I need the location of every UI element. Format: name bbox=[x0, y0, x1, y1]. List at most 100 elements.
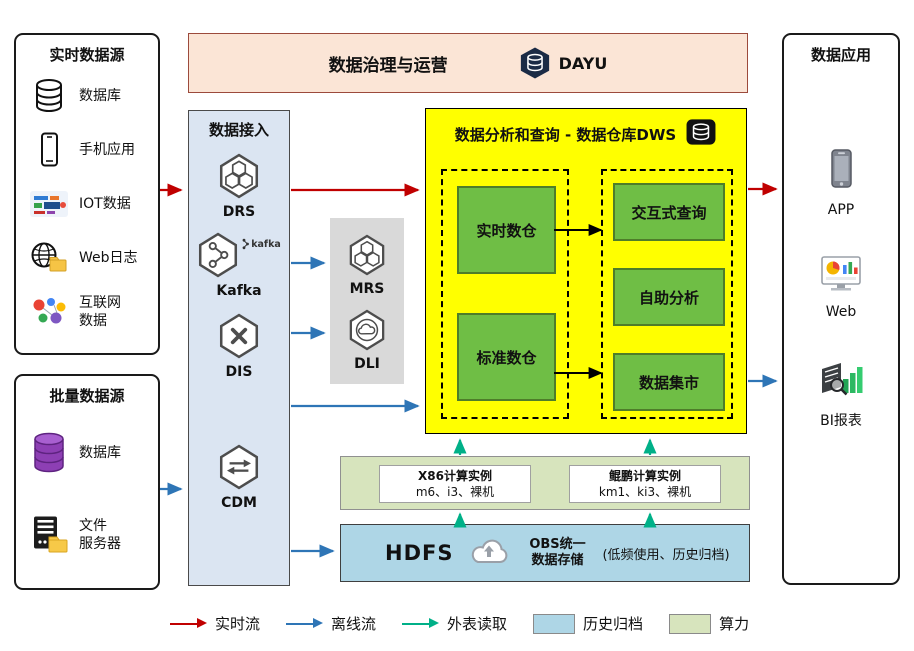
service-label: MRS bbox=[349, 281, 385, 297]
analysis-label: 自助分析 bbox=[638, 288, 699, 307]
app-label: APP bbox=[827, 202, 855, 218]
x86-compute-box: X86计算实例 m6、i3、裸机 bbox=[379, 465, 531, 503]
source-label: 文件 服务器 bbox=[79, 517, 121, 552]
kafka-hexagon-icon bbox=[197, 232, 239, 282]
kafka-wordmark: kafka bbox=[241, 238, 281, 250]
legend-label: 历史归档 bbox=[583, 615, 644, 633]
dayu-label: DAYU bbox=[558, 53, 608, 73]
internet-data-icon bbox=[28, 296, 70, 328]
source-item-web-log: Web日志 bbox=[16, 231, 158, 285]
data-apps-title: 数据应用 bbox=[810, 46, 871, 64]
processing-panel: MRS DLI bbox=[330, 218, 404, 384]
source-item-mobile-app: 手机应用 bbox=[16, 123, 158, 177]
obs-note: (低频使用、历史归档) bbox=[602, 547, 730, 563]
legend-item-external-read: 外表读取 bbox=[402, 613, 507, 634]
warehouse-label: 标准数仓 bbox=[476, 348, 537, 367]
warehouse-label: 实时数仓 bbox=[476, 221, 537, 240]
service-item-dli: DLI bbox=[348, 309, 386, 372]
source-item-iot: IOT数据 bbox=[16, 177, 158, 231]
governance-banner: 数据治理与运营 DAYU bbox=[188, 33, 748, 93]
drs-hexagon-icon bbox=[218, 153, 260, 203]
app-item-bi-report: BI报表 bbox=[784, 359, 898, 430]
app-label: BI报表 bbox=[820, 413, 862, 429]
legend: 实时流 离线流 外表读取 历史归档 算力 bbox=[170, 613, 749, 634]
dws-title: 数据分析和查询 - 数据仓库DWS bbox=[454, 125, 677, 144]
data-mart-box: 数据集市 bbox=[613, 353, 725, 411]
app-item-web: Web bbox=[784, 253, 898, 320]
cdm-hexagon-icon bbox=[218, 444, 260, 494]
source-label: 数据库 bbox=[79, 87, 121, 104]
legend-label: 离线流 bbox=[331, 615, 377, 633]
realtime-sources-title: 实时数据源 bbox=[49, 46, 125, 64]
warehouse-standard-box: 标准数仓 bbox=[457, 313, 556, 401]
compute-title: X86计算实例 bbox=[418, 468, 492, 483]
web-dashboard-icon bbox=[818, 253, 864, 299]
source-label: 数据库 bbox=[79, 444, 121, 461]
red-arrow-icon bbox=[170, 617, 207, 630]
source-item-internet-data: 互联网 数据 bbox=[16, 285, 158, 339]
app-item-app: APP bbox=[784, 147, 898, 218]
batch-sources-panel: 批量数据源 数据库 bbox=[14, 374, 160, 590]
kunpeng-compute-box: 鲲鹏计算实例 km1、ki3、裸机 bbox=[569, 465, 721, 503]
dli-hexagon-icon bbox=[348, 309, 386, 355]
source-label: Web日志 bbox=[79, 249, 138, 266]
source-label: 互联网 数据 bbox=[79, 294, 121, 329]
service-label: DLI bbox=[354, 356, 380, 372]
legend-item-history-archive: 历史归档 bbox=[533, 613, 643, 634]
governance-title: 数据治理与运营 bbox=[328, 55, 448, 76]
blue-swatch-icon bbox=[533, 613, 576, 634]
legend-item-compute-power: 算力 bbox=[669, 613, 749, 634]
service-label: CDM bbox=[221, 495, 257, 511]
service-label: DRS bbox=[222, 204, 256, 220]
service-item-drs: DRS bbox=[218, 153, 260, 220]
compute-spec: m6、i3、裸机 bbox=[415, 485, 495, 499]
dayu-logo: DAYU bbox=[518, 46, 608, 80]
storage-strip: HDFS OBS统一 数据存储 (低频使用、历史归档) bbox=[340, 524, 750, 582]
mrs-hexagon-icon bbox=[348, 234, 386, 280]
dws-database-icon bbox=[685, 118, 717, 150]
realtime-sources-panel: 实时数据源 数据库 手机应用 bbox=[14, 33, 160, 355]
purple-database-icon bbox=[28, 430, 70, 476]
source-item-batch-database: 数据库 bbox=[16, 412, 158, 494]
compute-strip: X86计算实例 m6、i3、裸机 鲲鹏计算实例 km1、ki3、裸机 bbox=[340, 456, 750, 510]
globe-folder-icon bbox=[28, 241, 70, 275]
compute-spec: km1、ki3、裸机 bbox=[598, 485, 692, 499]
app-label: Web bbox=[825, 304, 857, 320]
analysis-label: 数据集市 bbox=[638, 373, 699, 392]
hdfs-label: HDFS bbox=[385, 541, 454, 565]
database-icon bbox=[28, 77, 70, 115]
service-label: DIS bbox=[225, 364, 253, 380]
source-label: IOT数据 bbox=[79, 195, 131, 212]
kafka-caption-text: kafka bbox=[251, 238, 281, 250]
warehouse-group: 实时数仓 标准数仓 bbox=[441, 169, 569, 419]
legend-label: 实时流 bbox=[215, 615, 261, 633]
analysis-label: 交互式查询 bbox=[631, 203, 707, 222]
service-item-cdm: CDM bbox=[218, 444, 260, 511]
kafka-logo-icon bbox=[242, 238, 250, 250]
batch-sources-title: 批量数据源 bbox=[49, 387, 125, 405]
analysis-group: 交互式查询 自助分析 数据集市 bbox=[601, 169, 733, 419]
dws-title-row: 数据分析和查询 - 数据仓库DWS bbox=[426, 118, 746, 150]
legend-item-realtime-flow: 实时流 bbox=[170, 613, 260, 634]
green-swatch-icon bbox=[669, 613, 712, 634]
service-item-dis: DIS bbox=[218, 313, 260, 380]
green-arrow-icon bbox=[402, 617, 440, 630]
service-item-kafka: kafka Kafka bbox=[197, 232, 281, 299]
dis-hexagon-icon bbox=[218, 313, 260, 363]
blue-arrow-icon bbox=[286, 617, 324, 630]
obs-label: OBS统一 数据存储 bbox=[529, 536, 586, 568]
service-label: Kafka bbox=[216, 283, 262, 299]
data-apps-panel: 数据应用 APP bbox=[782, 33, 900, 585]
data-ingestion-panel: 数据接入 DRS bbox=[188, 110, 290, 586]
dws-panel: 数据分析和查询 - 数据仓库DWS 实时数仓 标准数仓 交互式查询 bbox=[425, 108, 747, 434]
legend-label: 外表读取 bbox=[447, 615, 508, 633]
warehouse-realtime-box: 实时数仓 bbox=[457, 186, 556, 274]
legend-item-offline-flow: 离线流 bbox=[286, 613, 376, 634]
compute-title: 鲲鹏计算实例 bbox=[608, 468, 681, 483]
app-phone-icon bbox=[821, 147, 861, 197]
dayu-icon bbox=[518, 46, 552, 80]
interactive-query-box: 交互式查询 bbox=[613, 183, 725, 241]
file-server-icon bbox=[28, 515, 70, 555]
legend-label: 算力 bbox=[719, 615, 750, 633]
